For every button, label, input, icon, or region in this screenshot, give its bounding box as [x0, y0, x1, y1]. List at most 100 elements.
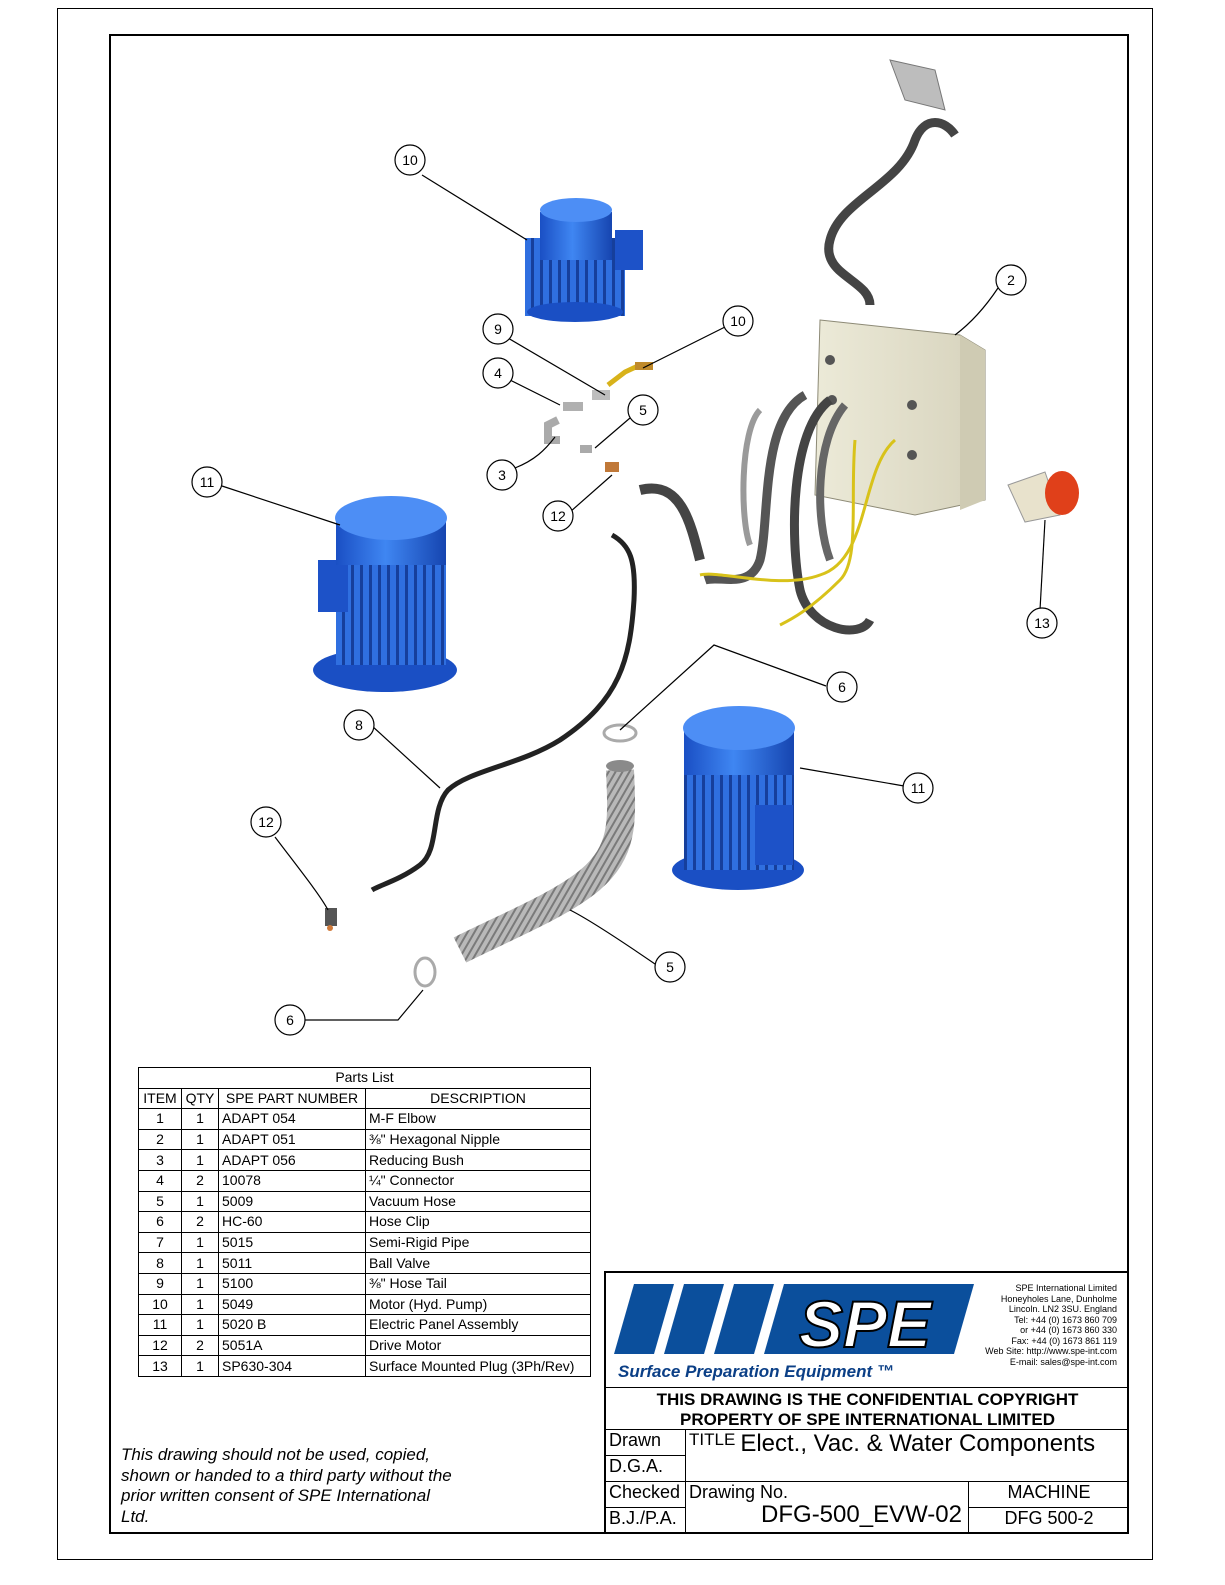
- svg-text:9: 9: [494, 321, 502, 337]
- drawing-number-cell: Drawing No. DFG-500_EVW-02: [686, 1482, 969, 1534]
- drawn-label: Drawn: [606, 1430, 686, 1456]
- tagline: Surface Preparation Equipment ™: [618, 1362, 894, 1381]
- quantity: 1: [181, 1355, 219, 1377]
- svg-text:8: 8: [355, 717, 363, 733]
- svg-text:6: 6: [286, 1012, 294, 1028]
- usage-notice: This drawing should not be used, copied,…: [121, 1445, 452, 1526]
- item-number: 13: [138, 1355, 182, 1377]
- description: Motor (Hyd. Pump): [365, 1293, 591, 1316]
- drawn-by: D.G.A.: [606, 1456, 686, 1482]
- part-number: 10078: [218, 1169, 366, 1192]
- balloon-10-right: 10: [722, 305, 754, 337]
- quantity: 2: [181, 1169, 219, 1192]
- part-number: SP630-304: [218, 1355, 366, 1377]
- hydraulic-pump-motor: [525, 198, 643, 322]
- quantity: 1: [181, 1314, 219, 1336]
- part-number: 5009: [218, 1190, 366, 1213]
- balloon-12-lower: 12: [250, 806, 282, 838]
- svg-text:10: 10: [402, 152, 418, 168]
- surface-mounted-plug: [1007, 471, 1079, 523]
- item-number: 3: [138, 1149, 182, 1171]
- machine-label: MACHINE: [969, 1482, 1129, 1508]
- drawing-number-label: Drawing No.: [689, 1482, 789, 1502]
- balloon-4: 4: [482, 357, 514, 389]
- balloon-5-lower: 5: [654, 951, 686, 983]
- description: Electric Panel Assembly: [365, 1314, 591, 1336]
- description: Surface Mounted Plug (3Ph/Rev): [365, 1355, 591, 1377]
- quantity: 1: [181, 1231, 219, 1254]
- quantity: 1: [181, 1108, 219, 1130]
- balloon-12-upper: 12: [542, 500, 574, 532]
- machine-value: DFG 500-2: [1004, 1508, 1094, 1528]
- item-number: 2: [138, 1128, 182, 1151]
- description: ¼" Connector: [365, 1169, 591, 1192]
- spe-logo: SPE Surface Preparation Equipment ™: [614, 1284, 974, 1381]
- parts-list-table: Parts List ITEM QTY SPE PART NUMBER DESC…: [138, 1067, 591, 1377]
- item-number: 9: [138, 1272, 182, 1295]
- drawing-number: DFG-500_EVW-02: [761, 1501, 962, 1528]
- item-number: 6: [138, 1211, 182, 1233]
- part-number: ADAPT 056: [218, 1149, 366, 1171]
- header-description: DESCRIPTION: [365, 1087, 591, 1110]
- quantity: 2: [181, 1211, 219, 1233]
- svg-text:10: 10: [730, 313, 746, 329]
- item-number: 12: [138, 1334, 182, 1357]
- svg-text:5: 5: [639, 402, 647, 418]
- description: M-F Elbow: [365, 1108, 591, 1130]
- balloon-13: 13: [1026, 607, 1058, 639]
- balloon-6-upper: 6: [826, 671, 858, 703]
- part-number: ADAPT 051: [218, 1128, 366, 1151]
- title-block: SPE Surface Preparation Equipment ™ SPE …: [604, 1271, 1129, 1534]
- part-number: 5015: [218, 1231, 366, 1254]
- drawing-sheet: [57, 8, 1153, 1560]
- part-number: ADAPT 054: [218, 1108, 366, 1130]
- confidentiality-statement: THIS DRAWING IS THE CONFIDENTIAL COPYRIG…: [606, 1388, 1129, 1430]
- header-part-number: SPE PART NUMBER: [218, 1087, 366, 1110]
- logo-text: SPE: [799, 1287, 933, 1361]
- item-number: 1: [138, 1108, 182, 1130]
- description: Ball Valve: [365, 1252, 591, 1274]
- description: ⅜" Hexagonal Nipple: [365, 1128, 591, 1151]
- quantity: 1: [181, 1293, 219, 1316]
- description: Reducing Bush: [365, 1149, 591, 1171]
- logo-area: SPE Surface Preparation Equipment ™ SPE …: [606, 1273, 1129, 1388]
- part-number: 5051A: [218, 1334, 366, 1357]
- description: Hose Clip: [365, 1211, 591, 1233]
- svg-text:2: 2: [1007, 272, 1015, 288]
- part-number: 5011: [218, 1252, 366, 1274]
- electric-motor-left: [313, 496, 457, 692]
- balloon-layer: 10 10 9 4 5 3 12 11 2 13 6 8 11 12 5 6: [191, 144, 1058, 1036]
- balloon-5-upper: 5: [627, 394, 659, 426]
- electric-motor-right: [672, 706, 804, 890]
- title-label: TITLE: [689, 1430, 736, 1449]
- svg-text:13: 13: [1034, 615, 1050, 631]
- hose-clip-lower: [413, 956, 437, 988]
- quantity: 1: [181, 1128, 219, 1151]
- balloon-11-left: 11: [191, 466, 223, 498]
- item-number: 4: [138, 1169, 182, 1192]
- parts-list-caption: Parts List: [138, 1067, 591, 1089]
- leader-lines: [221, 174, 1046, 1021]
- svg-text:12: 12: [258, 814, 274, 830]
- semi-rigid-pipe: [370, 532, 637, 893]
- drawing-title: Elect., Vac. & Water Components: [740, 1430, 1096, 1457]
- item-number: 10: [138, 1293, 182, 1316]
- quantity: 2: [181, 1334, 219, 1357]
- vacuum-hose: [453, 769, 636, 963]
- svg-text:5: 5: [666, 959, 674, 975]
- balloon-8: 8: [343, 709, 375, 741]
- quantity: 1: [181, 1190, 219, 1213]
- description: ⅜" Hose Tail: [365, 1272, 591, 1295]
- svg-text:6: 6: [838, 679, 846, 695]
- part-number: 5020 B: [218, 1314, 366, 1336]
